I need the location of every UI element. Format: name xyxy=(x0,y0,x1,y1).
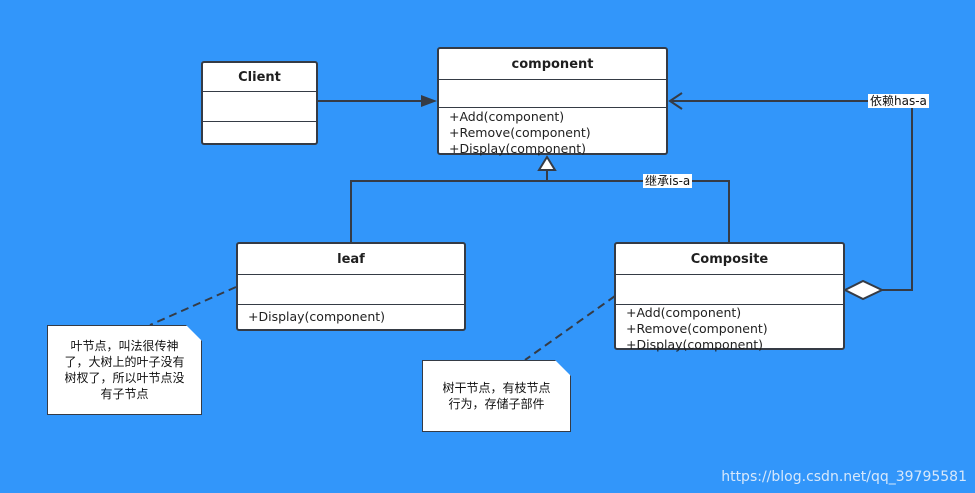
inheritance-triangle xyxy=(537,155,557,171)
composite-inheritance-line xyxy=(547,180,730,242)
client-class[interactable]: Client xyxy=(201,61,318,145)
aggregation-open-arrowhead xyxy=(668,92,683,110)
operation-add: +Add(component) xyxy=(626,305,742,320)
dependency-label: 依赖has-a xyxy=(868,94,929,108)
composite-note-text: 树干节点，有枝节点 行为，存储子部件 xyxy=(442,381,551,411)
operation-add: +Add(component) xyxy=(449,109,565,124)
composite-class-name: Composite xyxy=(616,244,843,275)
leaf-note-anchor xyxy=(149,286,237,326)
operation-display: +Display(component) xyxy=(248,309,386,324)
client-association-arrowhead xyxy=(421,95,437,107)
composite-note-anchor xyxy=(524,295,616,361)
inheritance-label: 继承is-a xyxy=(643,174,693,188)
composite-note: 树干节点，有枝节点 行为，存储子部件 xyxy=(422,360,571,432)
operation-display: +Display(component) xyxy=(626,337,764,352)
operation-remove: +Remove(component) xyxy=(626,321,768,336)
watermark: https://blog.csdn.net/qq_39795581 xyxy=(721,469,967,485)
leaf-class-operations: +Display(component) xyxy=(238,305,464,325)
leaf-class[interactable]: leaf +Display(component) xyxy=(236,242,466,331)
aggregation-line xyxy=(672,100,913,291)
leaf-note-text: 叶节点，叫法很传神 了，大树上的叶子没有 树杈了，所以叶节点没 有子节点 xyxy=(64,339,185,401)
composite-class-attributes xyxy=(616,275,843,305)
component-class-operations: +Add(component) +Remove(component) +Disp… xyxy=(439,108,666,157)
component-class-name: component xyxy=(439,49,666,80)
client-class-attributes xyxy=(203,92,316,122)
aggregation-diamond xyxy=(842,279,885,301)
leaf-note: 叶节点，叫法很传神 了，大树上的叶子没有 树杈了，所以叶节点没 有子节点 xyxy=(47,325,202,415)
client-class-name: Client xyxy=(203,63,316,92)
leaf-class-attributes xyxy=(238,275,464,305)
component-class-attributes xyxy=(439,80,666,108)
operation-remove: +Remove(component) xyxy=(449,125,591,140)
composite-class-operations: +Add(component) +Remove(component) +Disp… xyxy=(616,305,843,353)
component-class[interactable]: component +Add(component) +Remove(compon… xyxy=(437,47,668,157)
operation-display: +Display(component) xyxy=(449,141,587,156)
leaf-inheritance-line xyxy=(350,180,547,242)
leaf-class-name: leaf xyxy=(238,244,464,275)
composite-class[interactable]: Composite +Add(component) +Remove(compon… xyxy=(614,242,845,353)
